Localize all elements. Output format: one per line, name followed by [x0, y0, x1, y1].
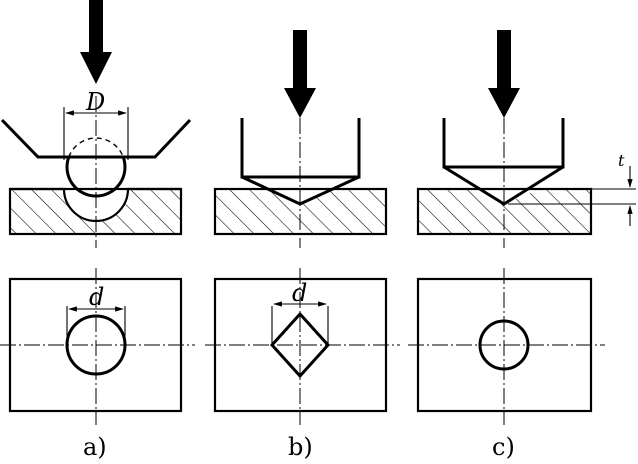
specimen-a-hatch — [10, 189, 181, 234]
load-arrow-a — [80, 0, 112, 84]
panel-c-rockwell: t c) — [408, 30, 636, 461]
caption-a: a) — [83, 433, 107, 461]
specimen-b-hatch — [215, 189, 386, 234]
caption-c: c) — [492, 433, 515, 461]
panel-b-vickers: d b) — [205, 30, 400, 461]
panel-a-brinell: D d a) — [0, 0, 195, 461]
load-arrow-c — [488, 30, 520, 118]
dimension-d-a-label: d — [89, 283, 104, 311]
load-arrow-b — [284, 30, 316, 118]
dimension-t-label: t — [618, 151, 625, 170]
caption-b: b) — [288, 433, 313, 461]
dimension-D-label: D — [85, 88, 105, 116]
specimen-c-hatch — [418, 189, 591, 234]
